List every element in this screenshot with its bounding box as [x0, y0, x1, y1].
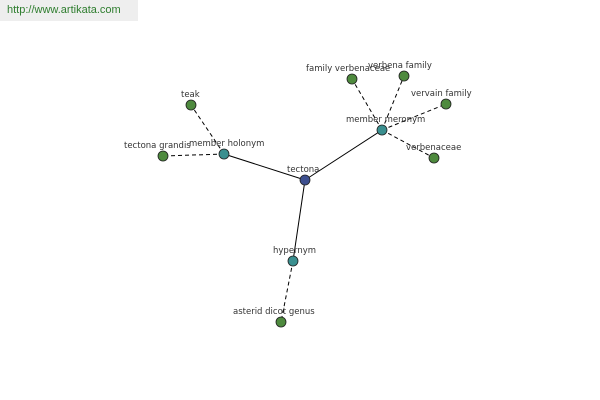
node-verbenaceae[interactable]: [428, 152, 440, 164]
edge-tectona-member-holonym: [223, 153, 306, 181]
edge-member-meronym-family-verbenaceae: [351, 78, 383, 131]
node-member-meronym[interactable]: [376, 124, 388, 136]
label-member-holonym: member holonym: [189, 139, 264, 149]
label-verbenaceae: verbenaceae: [406, 143, 461, 153]
label-member-meronym: member meronym: [346, 115, 425, 125]
label-tectona-grandis: tectona grandis: [124, 141, 191, 151]
edge-tectona-member-meronym: [304, 129, 383, 181]
node-family-verbenaceae[interactable]: [346, 73, 358, 85]
node-member-holonym[interactable]: [218, 148, 230, 160]
edge-member-meronym-vervain-family: [381, 103, 447, 131]
label-teak: teak: [181, 90, 200, 100]
label-hypernym: hypernym: [273, 246, 316, 256]
label-vervain-family: vervain family: [411, 89, 472, 99]
label-asterid-dicot-genus: asterid dicot genus: [233, 307, 315, 317]
node-tectona[interactable]: [299, 174, 311, 186]
url-banner-link[interactable]: http://www.artikata.com: [0, 0, 138, 21]
edge-member-meronym-verbenaceae: [381, 129, 435, 159]
node-hypernym[interactable]: [287, 255, 299, 267]
edge-member-meronym-verbena-family: [381, 75, 405, 131]
edge-hypernym-asterid-dicot-genus: [280, 260, 294, 323]
node-verbena-family[interactable]: [398, 70, 410, 82]
node-asterid-dicot-genus[interactable]: [275, 316, 287, 328]
node-vervain-family[interactable]: [440, 98, 452, 110]
label-tectona: tectona: [287, 165, 319, 175]
node-tectona-grandis[interactable]: [157, 150, 169, 162]
edge-member-holonym-tectona-grandis: [162, 153, 225, 157]
edge-member-holonym-teak: [190, 104, 225, 155]
edge-tectona-hypernym: [292, 179, 306, 262]
nodes-layer: [157, 70, 452, 328]
node-teak[interactable]: [185, 99, 197, 111]
edges-layer: [162, 75, 447, 323]
label-family-verbenaceae: family verbenaceae: [306, 64, 390, 74]
label-verbena-family: verbena family: [368, 61, 432, 71]
